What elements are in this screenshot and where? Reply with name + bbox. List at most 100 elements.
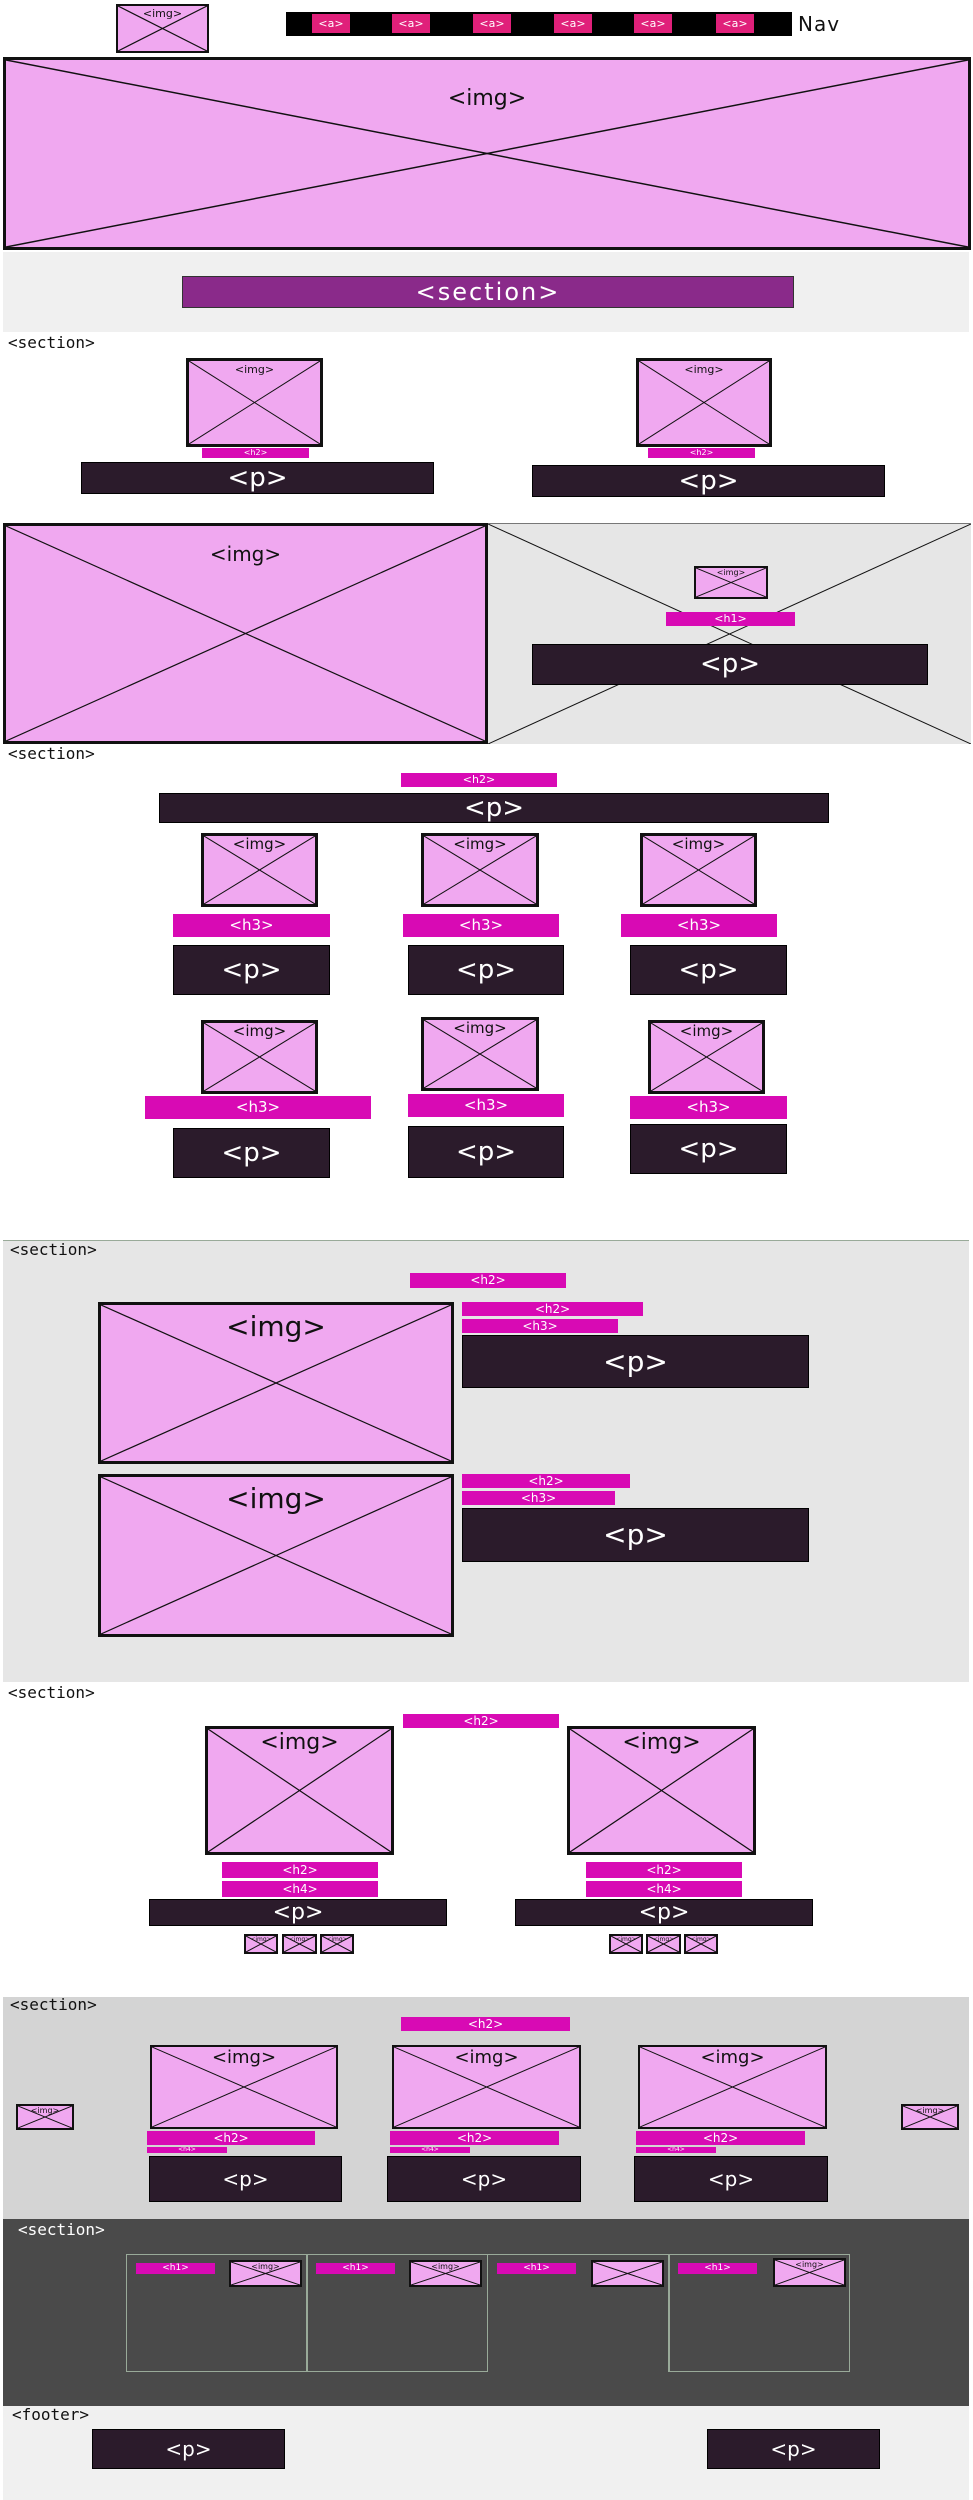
nav-link-5[interactable]: <a> <box>634 14 672 33</box>
s3-row-1-image: <img> <box>98 1302 454 1464</box>
s5-side-image-left-label: <img> <box>30 2105 60 2115</box>
s2-card-6-image-label: <img> <box>679 1022 734 1040</box>
s5-card-2-heading-4: <h4> <box>390 2147 470 2153</box>
s5-card-3-heading-2: <h2> <box>636 2131 805 2145</box>
s3-row-2-heading-2: <h2> <box>462 1474 630 1488</box>
s2-card-3-image-label: <img> <box>671 835 726 853</box>
s4-card-left-heading-4: <h4> <box>222 1881 378 1897</box>
s5-card-3-image: <img> <box>638 2045 827 2129</box>
s2-card-2-heading: <h3> <box>403 914 559 937</box>
nav-link-4[interactable]: <a> <box>554 14 592 33</box>
s6-column-1-image-label: <img> <box>251 2261 280 2271</box>
footer-label: <footer> <box>12 2405 90 2424</box>
nav-bar: <a> <a> <a> <a> <a> <a> <box>286 12 792 36</box>
s6-column-1-image: <img> <box>229 2260 302 2287</box>
footer-paragraph-right: <p> <box>707 2429 880 2469</box>
s2-card-2-image-label: <img> <box>453 835 507 853</box>
s4-card-right-thumb-1: <img> <box>609 1934 643 1954</box>
s2-card-3-heading: <h3> <box>621 914 777 937</box>
split-small-image-label: <img> <box>716 568 746 578</box>
s4-card-right-image: <img> <box>567 1726 756 1855</box>
split-image-label: <img> <box>209 542 282 566</box>
s3-row-1-heading-3: <h3> <box>462 1319 618 1333</box>
s5-card-1-image: <img> <box>150 2045 338 2129</box>
s2-card-6-heading: <h3> <box>630 1096 787 1119</box>
s4-card-left-image-label: <img> <box>260 1730 339 1755</box>
s3-row-2-paragraph: <p> <box>462 1508 809 1562</box>
s2-card-5-image: <img> <box>421 1017 539 1091</box>
s4-card-right-heading-4: <h4> <box>586 1881 742 1897</box>
nav-link-6[interactable]: <a> <box>716 14 754 33</box>
s5-card-1-paragraph: <p> <box>149 2156 342 2202</box>
s2-card-2-image: <img> <box>421 833 539 907</box>
s2-card-2-paragraph: <p> <box>408 945 564 995</box>
s3-heading: <h2> <box>410 1273 566 1288</box>
s1-image-left: <img> <box>186 358 323 447</box>
s4-heading: <h2> <box>403 1714 559 1728</box>
s6-column-4 <box>669 2254 850 2372</box>
s2-heading: <h2> <box>401 773 557 787</box>
s2-card-4-image-label: <img> <box>232 1022 287 1040</box>
s4-card-left-paragraph: <p> <box>149 1899 447 1926</box>
nav-link-1[interactable]: <a> <box>312 14 350 33</box>
s2-card-6-paragraph: <p> <box>630 1124 787 1174</box>
nav-link-2[interactable]: <a> <box>392 14 430 33</box>
s3-row-2-image-label: <img> <box>226 1482 326 1515</box>
s2-card-5-paragraph: <p> <box>408 1126 564 1178</box>
s2-card-1-image: <img> <box>201 833 318 907</box>
s6-column-1-heading: <h1> <box>136 2263 215 2274</box>
split-image: <img> <box>3 523 488 744</box>
s3-row-2-image: <img> <box>98 1474 454 1637</box>
s5-side-image-left: <img> <box>16 2104 74 2130</box>
s2-card-5-heading: <h3> <box>408 1094 564 1117</box>
s1-image-right-label: <img> <box>684 363 724 377</box>
s5-side-image-right: <img> <box>901 2104 959 2130</box>
s4-card-right-thumb-3-label: <img> <box>690 1935 712 1943</box>
s2-card-3-paragraph: <p> <box>630 945 787 995</box>
s6-column-1 <box>126 2254 307 2372</box>
section-1-label: <section> <box>8 333 95 352</box>
section-banner: <section> <box>182 276 794 308</box>
s5-side-image-right-label: <img> <box>915 2105 945 2115</box>
s5-card-1-heading-2: <h2> <box>147 2131 315 2145</box>
s1-image-right: <img> <box>636 358 772 447</box>
s4-card-left-thumb-2-label: <img> <box>288 1935 311 1943</box>
s5-heading: <h2> <box>401 2017 570 2031</box>
s2-card-4-image: <img> <box>201 1020 318 1094</box>
s2-card-6-image: <img> <box>648 1020 765 1094</box>
s6-column-2-image-label: <img> <box>431 2261 460 2271</box>
s6-column-2 <box>307 2254 488 2372</box>
s4-card-left-image: <img> <box>205 1726 394 1855</box>
s4-card-left-thumb-3-label: <img> <box>326 1935 348 1943</box>
s2-card-1-heading: <h3> <box>173 914 330 937</box>
s4-card-left-thumb-1: <img> <box>244 1934 278 1954</box>
nav-link-3[interactable]: <a> <box>473 14 511 33</box>
s3-row-1-image-label: <img> <box>226 1310 326 1343</box>
s4-card-right-heading-2: <h2> <box>586 1862 742 1878</box>
s4-card-right-image-label: <img> <box>622 1730 701 1755</box>
split-panel <box>488 523 971 744</box>
s6-column-3 <box>488 2254 669 2372</box>
s1-image-left-label: <img> <box>234 363 275 377</box>
s5-card-3-heading-4: <h4> <box>636 2147 716 2153</box>
split-paragraph: <p> <box>532 644 928 685</box>
s2-card-3-image: <img> <box>640 833 757 907</box>
s4-card-left-thumb-3: <img> <box>320 1934 354 1954</box>
s1-paragraph-right: <p> <box>532 465 885 497</box>
s4-card-right-thumb-3: <img> <box>684 1934 718 1954</box>
section-6-band <box>3 2219 969 2406</box>
s6-column-2-heading: <h1> <box>316 2263 395 2274</box>
s4-card-right-thumb-2-label: <img> <box>652 1935 675 1943</box>
s1-heading-left: <h2> <box>202 448 309 458</box>
split-small-image: <img> <box>694 566 768 599</box>
s6-column-4-heading: <h1> <box>678 2263 757 2274</box>
s2-paragraph: <p> <box>159 793 829 823</box>
s4-card-right-thumb-2: <img> <box>646 1934 681 1954</box>
s5-card-1-image-label: <img> <box>211 2047 277 2068</box>
footer-paragraph-left: <p> <box>92 2429 285 2469</box>
hero-image-label: <img> <box>447 86 527 111</box>
s4-card-left-heading-2: <h2> <box>222 1862 378 1878</box>
s2-card-5-image-label: <img> <box>453 1019 507 1037</box>
split-heading: <h1> <box>666 612 795 626</box>
s2-card-1-image-label: <img> <box>232 835 287 853</box>
